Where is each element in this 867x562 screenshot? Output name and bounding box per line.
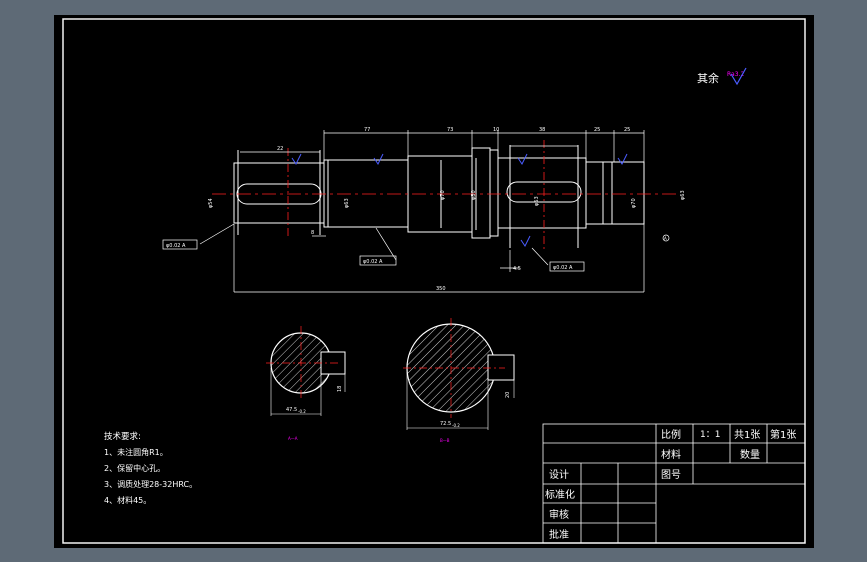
section-view-1: 47.5 -0.2 18 A—A — [266, 326, 346, 441]
shaft-roughness-marks — [291, 153, 628, 247]
shaft-main-view — [233, 145, 645, 248]
dia-label-4: φ80 — [471, 190, 477, 200]
dim-top-1: 22 — [277, 146, 283, 152]
section-2-size: 72.5 — [440, 421, 451, 427]
svg-text:φ0.02 A: φ0.02 A — [363, 259, 383, 265]
section-1-size: 47.5 — [286, 407, 297, 413]
svg-text:φ0.02 A: φ0.02 A — [553, 265, 573, 271]
tb-scale-label: 比例 — [661, 428, 681, 441]
tech-req-item-1: 1、未注圆角R1。 — [104, 447, 168, 457]
tb-quantity-label: 数量 — [740, 448, 760, 461]
left-step-value: 8 — [311, 230, 314, 236]
section-1-title: A—A — [288, 436, 298, 441]
tolerance-frame-2: φ0.02 A — [359, 255, 397, 266]
title-block — [542, 423, 806, 544]
tb-drawing-no-label: 图号 — [661, 469, 681, 481]
top-dimension-chain — [240, 130, 645, 162]
dia-label-2: φ63 — [344, 198, 350, 208]
svg-text:φ0.02 A: φ0.02 A — [166, 243, 186, 249]
tolerance-frame-1: φ0.02 A — [162, 239, 198, 250]
surface-note-roughness: Ra3.2 — [727, 71, 744, 78]
dim-top-3: 73 — [447, 127, 453, 133]
dim-top-4: 10 — [493, 127, 499, 133]
drawing-sheet — [54, 15, 814, 548]
surface-roughness-note: 其余 Ra3.2 — [697, 67, 747, 86]
tb-designer-label: 设计 — [549, 468, 569, 481]
key-width-label: 4.5 — [513, 266, 521, 272]
keyway-right — [506, 181, 582, 203]
tech-requirements: 技术要求: 1、未注圆角R1。 2、保留中心孔。 3、调质处理28-32HRC。… — [104, 431, 197, 505]
tb-standardization-label: 标准化 — [545, 488, 575, 501]
section-1-tol: -0.2 — [298, 409, 306, 414]
tolerance-frame-3: φ0.02 A — [549, 261, 585, 272]
dia-label-1: φ54 — [208, 198, 214, 208]
roughness-symbol-icon — [730, 67, 747, 86]
dia-label-5: φ63 — [534, 196, 540, 206]
total-length: 350 — [436, 286, 446, 292]
dia-label-6: φ70 — [631, 198, 637, 208]
dia-label-3: φ70 — [440, 190, 446, 200]
inner-frame — [62, 18, 806, 544]
tb-material-label: 材料 — [661, 448, 681, 461]
tb-reviewer-label: 审核 — [549, 508, 569, 521]
tb-sheet-index: 第1张 — [770, 428, 796, 441]
tolerance-leaders — [199, 223, 645, 293]
section-2-tol: -0.2 — [452, 423, 460, 428]
dia-label-7: φ63 — [680, 190, 686, 200]
section-2-title: B—B — [440, 438, 450, 443]
dim-top-2: 77 — [364, 127, 370, 133]
tb-sheet-total: 共1张 — [734, 429, 760, 441]
shaft-section-5 — [585, 161, 645, 225]
dim-top-6: 25 — [594, 127, 600, 133]
tb-scale-value: 1：1 — [700, 430, 720, 440]
tech-req-item-2: 2、保留中心孔。 — [104, 463, 165, 473]
tech-req-item-3: 3、调质处理28-32HRC。 — [104, 479, 197, 489]
svg-text:A: A — [664, 236, 667, 241]
tb-approver-label: 批准 — [549, 528, 569, 541]
tech-req-title: 技术要求: — [104, 431, 141, 442]
datum-symbol: A — [662, 234, 670, 242]
dim-top-5: 38 — [539, 127, 545, 133]
section-1-keyway: 18 — [337, 386, 343, 392]
dim-top-7: 25 — [624, 127, 630, 133]
surface-note-label: 其余 — [697, 71, 719, 85]
section-view-2: 72.5 -0.2 20 B—B — [403, 318, 515, 443]
tech-req-item-4: 4、材料45。 — [104, 495, 151, 505]
section-2-keyway: 20 — [505, 392, 511, 398]
